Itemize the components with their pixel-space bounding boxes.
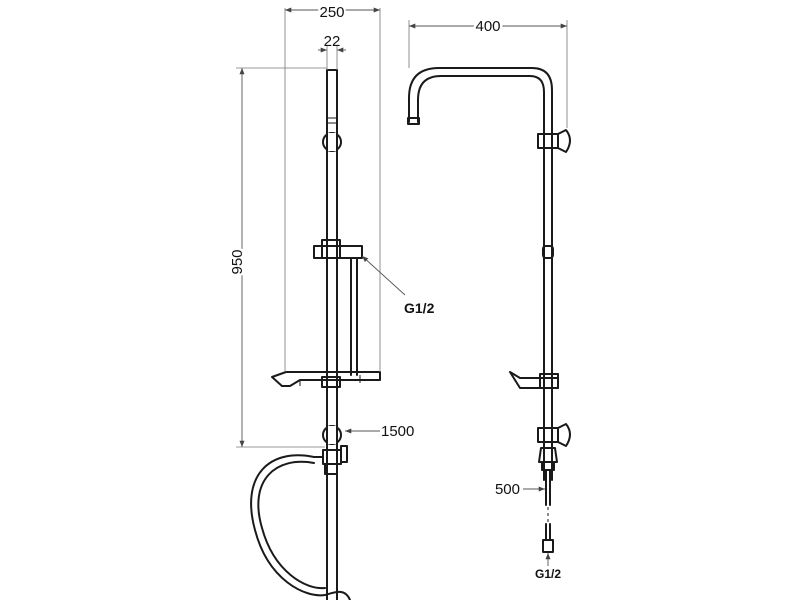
side-slider-top xyxy=(537,129,571,153)
side-view-dimensions: 400 500 G1/2 xyxy=(408,16,568,581)
dim-arm-reach: 400 xyxy=(475,18,500,35)
dim-handshower-hose: 500 xyxy=(495,481,520,498)
shelf xyxy=(271,371,381,388)
side-holder-bottom xyxy=(537,423,571,447)
front-view-dimensions: 250 22 950 G1/2 1500 xyxy=(227,2,435,448)
side-bracket-mid xyxy=(542,245,554,259)
inlet-fitting xyxy=(542,523,554,553)
dim-height: 950 xyxy=(229,249,246,274)
side-riser xyxy=(543,139,553,481)
dim-overall-width: 250 xyxy=(319,4,344,21)
riser-pipe xyxy=(326,69,338,600)
handshower-slider xyxy=(313,239,363,376)
front-view xyxy=(250,69,381,600)
shower-hose xyxy=(250,454,351,600)
wall-bracket-top xyxy=(322,132,342,152)
side-diverter xyxy=(538,447,558,506)
dim-pipe-diameter: 22 xyxy=(324,33,341,50)
wall-bracket-bottom xyxy=(322,425,342,445)
side-view xyxy=(407,67,571,553)
shower-arm xyxy=(407,67,553,141)
dim-connection: G1/2 xyxy=(404,300,435,316)
side-shelf xyxy=(509,371,559,389)
diverter xyxy=(313,445,348,475)
dim-hose-length: 1500 xyxy=(381,423,414,440)
dim-inlet-connection: G1/2 xyxy=(535,567,561,581)
